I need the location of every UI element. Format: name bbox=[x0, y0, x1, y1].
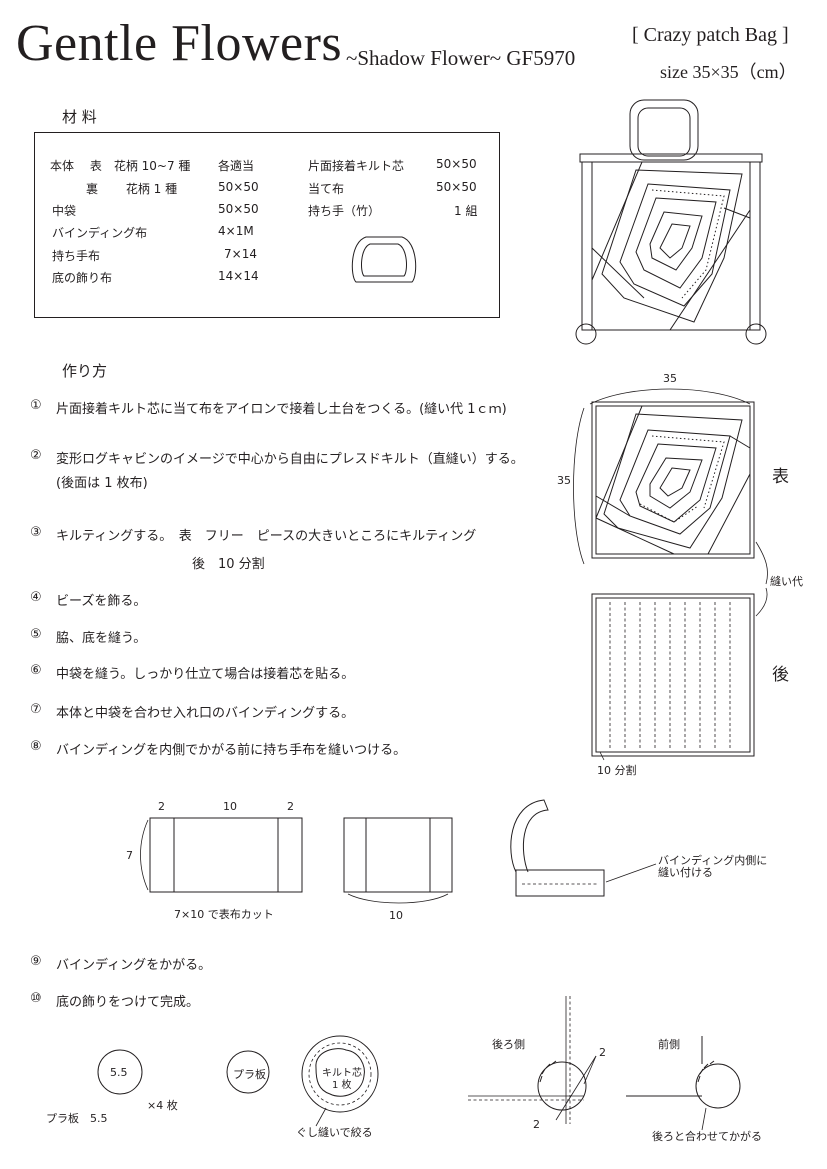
plate-label: プラ板 bbox=[233, 1068, 266, 1081]
dimension-2-lower: 2 bbox=[533, 1118, 540, 1131]
step-text: 変形ログキャビンのイメージで中心から自由にプレスドキルト（直縫い）する。 bbox=[56, 452, 524, 467]
material-name: バインディング布 bbox=[52, 226, 148, 240]
bamboo-handle-icon bbox=[351, 236, 417, 283]
page-subtitle: ~Shadow Flower~ GF5970 bbox=[346, 46, 576, 70]
material-name: 底の飾り布 bbox=[52, 271, 113, 285]
attachment-diagram bbox=[468, 996, 741, 1131]
front-label: 表 bbox=[772, 467, 789, 487]
plate-size-note: プラ板 5.5 bbox=[46, 1112, 108, 1125]
step-number: ⑤ bbox=[30, 627, 42, 642]
step-subtext: 後 10 分割 bbox=[192, 557, 265, 572]
materials-box bbox=[34, 132, 500, 318]
quilt-label-line1: キルト芯 bbox=[322, 1068, 362, 1079]
material-name: 裏 花柄 1 種 bbox=[50, 182, 178, 196]
binding-note-line1: バインディング内側に bbox=[658, 854, 768, 867]
dimension-width: 35 bbox=[663, 372, 677, 385]
product-size: size 35×35（cm） bbox=[660, 62, 797, 82]
step-text: 底の飾りをつけて完成。 bbox=[56, 995, 200, 1010]
material-value: 7×14 bbox=[224, 247, 257, 261]
material-value: 1 組 bbox=[454, 204, 478, 218]
material-name: 持ち手布 bbox=[52, 249, 101, 263]
step-number: ⑧ bbox=[30, 739, 42, 754]
product-tag: [ Crazy patch Bag ] bbox=[632, 24, 789, 46]
bottom-decoration-diagram bbox=[97, 1035, 379, 1127]
step-text: キルティングする。 表 フリー ピースの大きいところにキルティング bbox=[56, 529, 477, 544]
method-heading: 作り方 bbox=[62, 362, 108, 380]
cut-note: 7×10 で表布カット bbox=[174, 908, 274, 921]
step-text: 中袋を縫う。しっかり仕立て場合は接着芯を貼る。 bbox=[56, 667, 355, 682]
dimension-2-right: 2 bbox=[287, 800, 294, 813]
step-number: ③ bbox=[30, 525, 42, 540]
step-subtext: (後面は 1 枚布) bbox=[56, 476, 148, 491]
quilt-label-line2: 1 枚 bbox=[332, 1080, 352, 1091]
join-note: 後ろと合わせてかがる bbox=[652, 1130, 762, 1143]
dimension-height: 35 bbox=[557, 474, 571, 487]
step-number: ② bbox=[30, 448, 42, 463]
material-value: 14×14 bbox=[218, 269, 259, 283]
material-value: 50×50 bbox=[218, 180, 259, 194]
bag-illustration bbox=[575, 99, 767, 345]
material-name: 当て布 bbox=[308, 182, 345, 196]
dimension-10: 10 bbox=[223, 800, 237, 813]
dimension-10-fold: 10 bbox=[389, 909, 403, 922]
handle-cloth-diagram bbox=[140, 799, 657, 904]
step-number: ① bbox=[30, 398, 42, 413]
step-text: ビーズを飾る。 bbox=[56, 594, 147, 609]
step-number: ⑦ bbox=[30, 702, 42, 717]
material-name: 片面接着キルト芯 bbox=[308, 159, 405, 173]
step-text: バインディングをかがる。 bbox=[56, 958, 212, 973]
step-text: 片面接着キルト芯に当て布をアイロンで接着し土台をつくる。(縫い代 1ｃｍ) bbox=[56, 402, 507, 417]
step-text: バインディングを内側でかがる前に持ち手布を縫いつける。 bbox=[56, 743, 407, 758]
quantity-note: ×4 枚 bbox=[147, 1099, 178, 1112]
material-name: 中袋 bbox=[52, 204, 77, 218]
back-label: 後 bbox=[772, 665, 789, 685]
dimension-2-upper: 2 bbox=[599, 1046, 606, 1059]
dimension-2-left: 2 bbox=[158, 800, 165, 813]
material-value: 各適当 bbox=[218, 159, 255, 173]
gathering-note: ぐし縫いで絞る bbox=[296, 1126, 373, 1139]
seam-label: 縫い代 bbox=[770, 575, 803, 588]
material-value: 50×50 bbox=[436, 180, 477, 194]
material-name: 本体 表 花柄 10~7 種 bbox=[50, 159, 191, 173]
page-title: Gentle Flowers bbox=[16, 15, 343, 72]
materials-heading: 材 料 bbox=[62, 108, 97, 126]
division-label: 10 分割 bbox=[597, 764, 637, 777]
material-value: 50×50 bbox=[436, 157, 477, 171]
circle-size: 5.5 bbox=[110, 1066, 128, 1079]
material-value: 50×50 bbox=[218, 202, 259, 216]
material-value: 4×1M bbox=[218, 224, 254, 238]
material-name: 持ち手（竹） bbox=[308, 204, 381, 218]
step-number: ④ bbox=[30, 590, 42, 605]
dimension-7: 7 bbox=[126, 849, 133, 862]
step-number: ⑥ bbox=[30, 663, 42, 678]
binding-note-line2: 縫い付ける bbox=[658, 866, 713, 879]
front-side-label: 前側 bbox=[658, 1038, 680, 1051]
step-number: ⑩ bbox=[30, 991, 42, 1006]
step-text: 脇、底を縫う。 bbox=[56, 631, 147, 646]
step-text: 本体と中袋を合わせ入れ口のバインディングする。 bbox=[56, 706, 355, 721]
back-side-label: 後ろ側 bbox=[492, 1038, 525, 1051]
step-number: ⑨ bbox=[30, 954, 42, 969]
panel-diagrams bbox=[573, 388, 768, 761]
